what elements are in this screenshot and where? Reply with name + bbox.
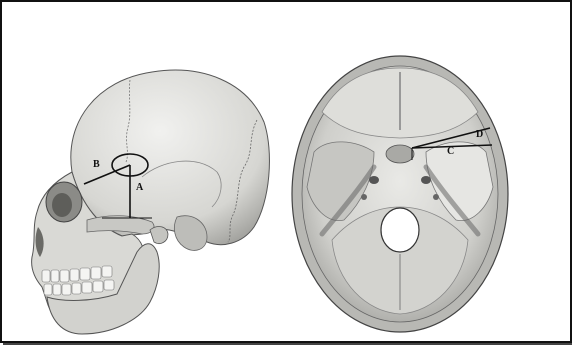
label-c: C — [447, 147, 454, 157]
label-a: A — [136, 183, 143, 193]
foramen-magnum — [381, 208, 419, 252]
label-b: B — [93, 160, 100, 170]
sella-turcica — [386, 145, 414, 163]
label-d: D — [476, 130, 483, 140]
